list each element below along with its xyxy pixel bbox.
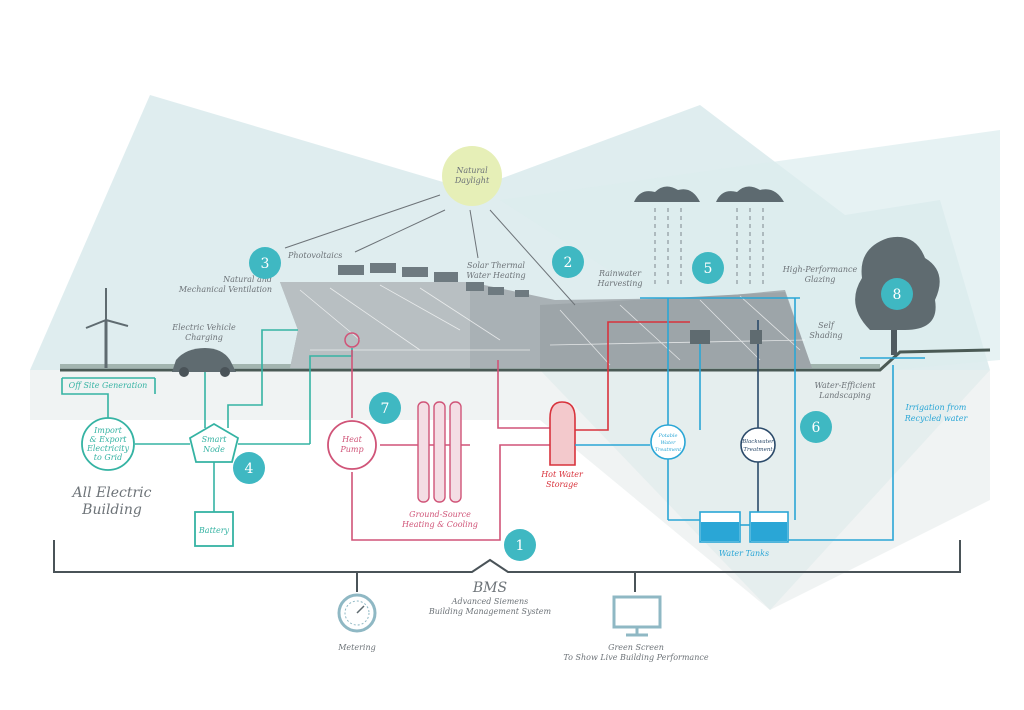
- landscaping-line-2: Landscaping: [818, 391, 871, 400]
- hot-water-line-2: Storage: [546, 480, 578, 489]
- all-electric-line-1: All Electric: [71, 485, 152, 501]
- ground-source-line-2: Heating & Cooling: [401, 520, 478, 529]
- glazing-line-2: Glazing: [805, 275, 836, 284]
- daylight-label-1: Natural: [455, 166, 488, 175]
- ventilation-fan-icon: [344, 332, 360, 348]
- solar-panel-icons: [338, 263, 529, 297]
- ground-source-line-1: Ground-Source: [409, 510, 471, 519]
- bms-bracket: [53, 540, 961, 592]
- marker-5-number: 5: [704, 261, 713, 277]
- import-export-node: Import & Export Electricity to Grid: [81, 417, 135, 471]
- potable-line-3: Treatment: [655, 447, 683, 453]
- green-screen-line-2: To Show Live Building Performance: [563, 653, 708, 662]
- electric-system: [61, 329, 353, 512]
- battery-box: Battery: [194, 511, 234, 547]
- solar-thermal-line-1: Solar Thermal: [467, 261, 525, 270]
- import-export-line-2: & Export: [90, 435, 128, 444]
- marker-8-number: 8: [893, 287, 902, 303]
- smart-node-line-2: Node: [202, 445, 225, 454]
- marker-4-number: 4: [245, 461, 254, 477]
- self-shading-line-1: Self: [818, 321, 836, 330]
- blackwater-line-1: Blackwater: [741, 439, 774, 445]
- off-site-label: Off Site Generation: [69, 381, 148, 390]
- marker-6: 6: [800, 411, 832, 443]
- marker-3: 3: [249, 247, 281, 279]
- ground-source-pipes: [417, 401, 462, 503]
- off-site-generation-box: Off Site Generation: [69, 381, 148, 390]
- blackwater-line-2: Treatment: [743, 447, 773, 453]
- marker-2-number: 2: [564, 255, 573, 271]
- ventilation-line-2: Mechanical Ventilation: [178, 285, 272, 294]
- marker-8: 8: [881, 278, 913, 310]
- marker-4: 4: [233, 452, 265, 484]
- green-screen-line-1: Green Screen: [608, 643, 664, 652]
- import-export-line-3: Electricity: [86, 444, 129, 453]
- daylight-rays: [284, 194, 576, 306]
- battery-label: Battery: [198, 526, 230, 535]
- irrigation-line-1: Irrigation from: [905, 403, 967, 412]
- hot-water-system: Hot Water Storage: [540, 321, 690, 489]
- water-tanks-label: Water Tanks: [719, 549, 769, 558]
- bms-sub-line-2: Building Management System: [428, 607, 552, 616]
- water-system: [575, 297, 925, 541]
- marker-1-number: 1: [516, 538, 525, 554]
- irrigation-line-2: Recycled water: [904, 414, 969, 423]
- import-export-line-1: Import: [93, 426, 123, 435]
- marker-7: 7: [369, 392, 401, 424]
- marker-7-number: 7: [381, 401, 390, 417]
- daylight-label-2: Daylight: [454, 176, 490, 185]
- monitor-icon: [612, 595, 662, 637]
- import-export-line-4: to Grid: [94, 453, 122, 462]
- ventilation-line-1: Natural and: [222, 275, 272, 284]
- heat-pump-line-1: Heat: [341, 435, 362, 444]
- annotation-labels: Photovoltaics Natural and Mechanical Ven…: [171, 251, 968, 423]
- bms-sub-line-1: Advanced Siemens: [451, 597, 529, 606]
- electric-car-icon: [172, 348, 236, 377]
- self-shading-line-2: Shading: [809, 331, 842, 340]
- smart-node: Smart Node: [188, 422, 240, 463]
- natural-daylight-sun: Natural Daylight: [442, 146, 502, 206]
- all-electric-building-label: All Electric Building: [71, 485, 152, 518]
- photovoltaics-label: Photovoltaics: [287, 251, 342, 260]
- bms-title: BMS: [472, 580, 507, 596]
- landscaping-line-1: Water-Efficient: [815, 381, 877, 390]
- hot-water-line-1: Hot Water: [540, 470, 584, 479]
- blackwater-treatment: Blackwater Treatment: [740, 320, 776, 512]
- ev-line-2: Charging: [185, 333, 223, 342]
- ev-line-1: Electric Vehicle: [171, 323, 236, 332]
- smart-node-line-1: Smart: [202, 435, 228, 444]
- heat-pump: Heat Pump: [327, 420, 377, 470]
- potable-line-1: Potable: [658, 433, 678, 439]
- sink-icons: [690, 330, 762, 344]
- marker-3-number: 3: [261, 256, 270, 272]
- heat-pump-line-2: Pump: [339, 445, 363, 454]
- marker-2: 2: [552, 246, 584, 278]
- all-electric-line-2: Building: [81, 502, 142, 518]
- wind-turbine-icon: [85, 288, 129, 368]
- potable-line-2: Water: [660, 440, 676, 446]
- solar-thermal-line-2: Water Heating: [466, 271, 525, 280]
- metering-label: Metering: [337, 643, 376, 652]
- marker-5: 5: [692, 252, 724, 284]
- marker-6-number: 6: [812, 420, 821, 436]
- rain-cloud-icons: [634, 186, 784, 285]
- glazing-line-1: High-Performance: [782, 265, 858, 274]
- potable-water-treatment: Potable Water Treatment: [650, 424, 686, 460]
- marker-1: 1: [504, 529, 536, 561]
- rainwater-line-1: Rainwater: [598, 269, 642, 278]
- rainwater-line-2: Harvesting: [597, 279, 643, 288]
- water-tanks: Water Tanks: [699, 511, 789, 558]
- metering-gauge-icon: [337, 593, 377, 633]
